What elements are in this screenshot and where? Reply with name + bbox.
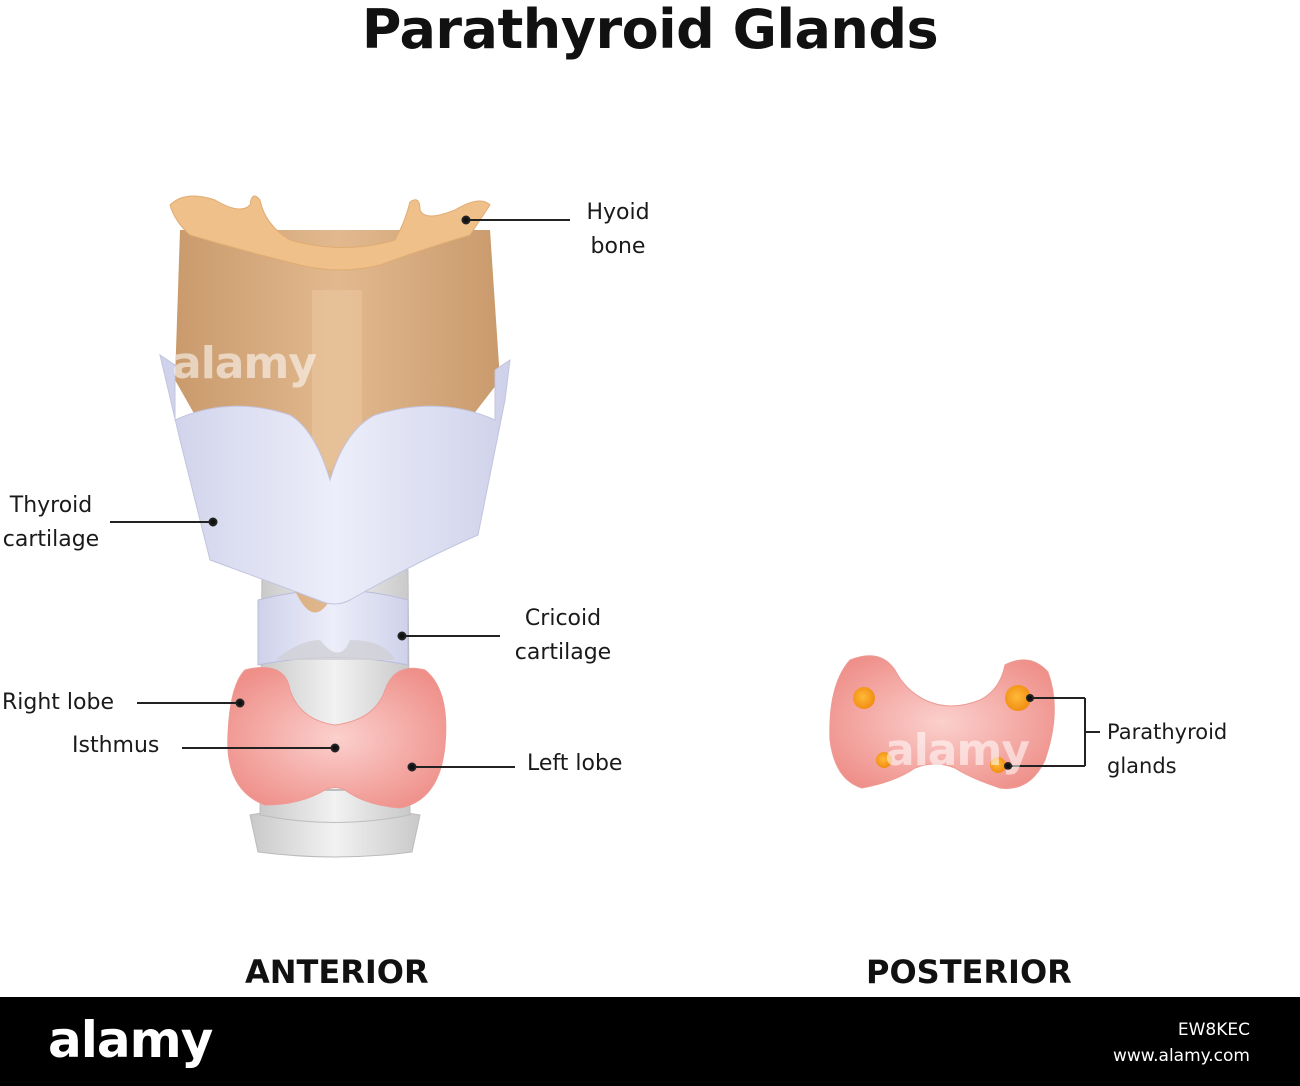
label-line: Thyroid — [9, 493, 93, 518]
label-parathyroid-glands: Parathyroid glands — [1107, 720, 1228, 778]
label-line: cartilage — [514, 640, 612, 665]
parathyroid-gland-upper-right — [1005, 685, 1031, 711]
leader-lines — [110, 215, 1100, 772]
label-cricoid-cartilage: Cricoid cartilage — [508, 602, 618, 670]
posterior-view — [829, 655, 1055, 789]
parathyroid-gland-lower-right — [990, 757, 1006, 773]
parathyroid-gland-lower-left — [876, 752, 892, 768]
label-right-lobe: Right lobe — [2, 690, 114, 715]
label-thyroid-cartilage: Thyroid cartilage — [0, 489, 102, 557]
label-line: bone — [590, 234, 646, 259]
footer-info: EW8KEC www.alamy.com — [1113, 1017, 1250, 1069]
footer-bar: alamy EW8KEC www.alamy.com — [0, 997, 1300, 1086]
view-label-posterior: POSTERIOR — [866, 953, 1072, 991]
watermark: alamy — [885, 725, 1030, 776]
label-line: Hyoid — [586, 200, 650, 225]
label-line: cartilage — [2, 527, 100, 552]
label-isthmus: Isthmus — [72, 733, 160, 758]
anterior-view — [159, 195, 511, 858]
anatomy-diagram — [110, 195, 1100, 858]
label-line: Cricoid — [524, 606, 602, 631]
thyroid-gland — [227, 667, 447, 809]
parathyroid-gland-upper-left — [853, 687, 875, 709]
footer-logo: alamy — [48, 1011, 213, 1069]
view-label-anterior: ANTERIOR — [245, 953, 429, 991]
label-left-lobe: Left lobe — [527, 751, 623, 776]
image-id: EW8KEC — [1177, 1020, 1250, 1040]
watermark: alamy — [172, 338, 317, 389]
hyoid-bone — [169, 195, 491, 271]
label-hyoid-bone: Hyoid bone — [572, 196, 664, 264]
thyroid-cartilage — [159, 353, 511, 605]
footer-url: www.alamy.com — [1112, 1046, 1250, 1066]
page-title: Parathyroid Glands — [361, 0, 939, 61]
